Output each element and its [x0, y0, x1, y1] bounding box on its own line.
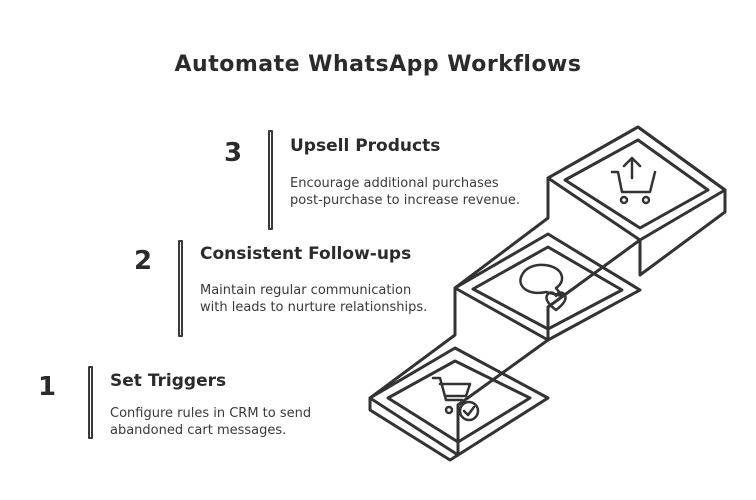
step-2-title: Consistent Follow-ups: [200, 244, 412, 264]
diagram-title: Automate WhatsApp Workflows: [174, 52, 582, 77]
step-1-divider: [88, 366, 93, 439]
step-3-face: [546, 125, 727, 242]
chat-heart-icon: [519, 263, 567, 312]
step-3-number: 3: [224, 138, 243, 168]
staircase-outline: [368, 125, 727, 462]
step-1-inner-face: [386, 359, 532, 444]
cart-check-icon: [431, 376, 480, 422]
step-2-description: Maintain regular communication with lead…: [200, 283, 428, 315]
step-1-face: [368, 346, 550, 457]
cart-upsell-icon: [610, 156, 657, 205]
step-3-description: Encourage additional purchases post-purc…: [290, 176, 521, 208]
step-3-inner-face: [563, 138, 710, 230]
step-3-title: Upsell Products: [290, 136, 441, 156]
step-2-divider: [178, 240, 183, 337]
step-1-number: 1: [38, 372, 57, 402]
step-2-number: 2: [134, 246, 153, 276]
step-1-description: Configure rules in CRM to send abandoned…: [110, 406, 312, 438]
step-1-title: Set Triggers: [110, 371, 227, 391]
step-3-divider: [268, 130, 273, 230]
step-2-face: [453, 232, 642, 342]
step-2-inner-face: [471, 245, 624, 331]
